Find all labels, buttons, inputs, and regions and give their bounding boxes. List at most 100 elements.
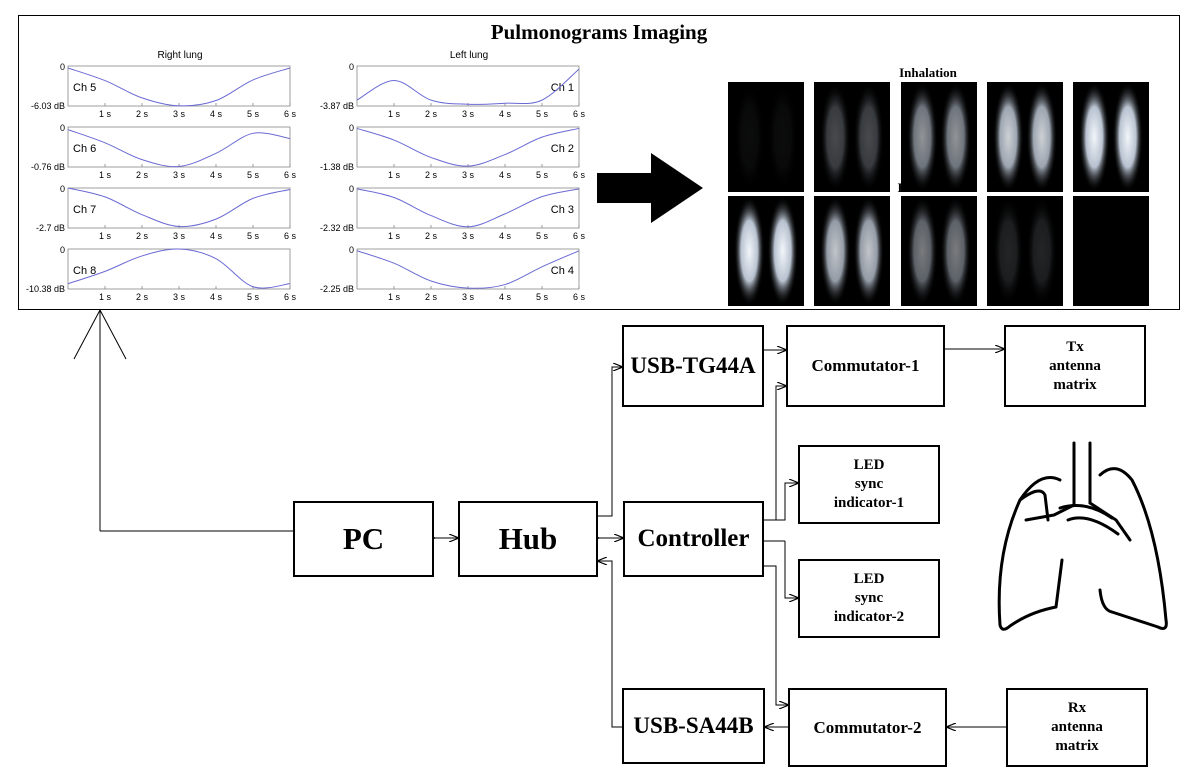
x-tick-label: 6 s	[284, 292, 297, 302]
x-tick-label: 5 s	[247, 292, 260, 302]
x-tick-label: 2 s	[136, 292, 149, 302]
x-tick-label: 1 s	[388, 109, 401, 119]
channel-label: Ch 4	[551, 265, 574, 277]
lung-frame	[901, 82, 977, 192]
x-tick-label: 3 s	[462, 292, 475, 302]
x-tick-label: 3 s	[173, 292, 186, 302]
x-tick-label: 4 s	[499, 292, 512, 302]
commutator-1-block: Commutator-1	[786, 325, 945, 407]
y-max-label: 0	[349, 123, 354, 133]
x-tick-label: 5 s	[247, 231, 260, 241]
y-min-label: -1.38 dB	[320, 162, 354, 172]
channel-label: Ch 6	[73, 143, 96, 155]
channel-label: Ch 3	[551, 204, 574, 216]
plot-frame	[67, 248, 291, 290]
plot-series-line	[356, 68, 580, 105]
plot-series-line	[67, 129, 291, 168]
big-right-arrow	[597, 153, 703, 223]
x-tick-label: 2 s	[425, 292, 438, 302]
x-tick-label: 5 s	[536, 231, 549, 241]
channel-label: Ch 1	[551, 82, 574, 94]
x-tick-label: 3 s	[462, 231, 475, 241]
controller-block: Controller	[623, 501, 764, 577]
y-min-label: -10.38 dB	[26, 284, 65, 294]
connectors	[434, 349, 1006, 727]
y-min-label: -3.87 dB	[320, 101, 354, 111]
x-tick-label: 1 s	[99, 231, 112, 241]
lung-frame	[728, 196, 804, 306]
y-min-label: -2.32 dB	[320, 223, 354, 233]
lung-frame	[728, 82, 804, 192]
plot-series-line	[356, 188, 580, 228]
x-tick-label: 2 s	[136, 109, 149, 119]
y-max-label: 0	[60, 62, 65, 72]
x-tick-label: 6 s	[573, 231, 586, 241]
usb-tg44a-block: USB-TG44A	[622, 325, 764, 407]
pulmonograms-panel: Pulmonograms Imaging	[18, 15, 1180, 310]
x-tick-label: 4 s	[499, 231, 512, 241]
x-tick-label: 4 s	[210, 231, 223, 241]
x-tick-label: 1 s	[388, 231, 401, 241]
plot-series-line	[67, 187, 291, 228]
lung-frame	[814, 196, 890, 306]
x-tick-label: 2 s	[136, 231, 149, 241]
panel-title: Pulmonograms Imaging	[490, 20, 708, 44]
inhalation-label: Inhalation	[899, 65, 958, 80]
y-min-label: -6.03 dB	[31, 101, 65, 111]
x-tick-label: 4 s	[210, 292, 223, 302]
lungs-icon	[997, 441, 1168, 631]
hub-block: Hub	[458, 501, 598, 577]
lung-frame	[1073, 82, 1149, 192]
antenna-icon	[73, 309, 293, 532]
x-tick-label: 3 s	[462, 109, 475, 119]
channel-label: Ch 7	[73, 204, 96, 216]
x-tick-label: 3 s	[462, 170, 475, 180]
x-tick-label: 3 s	[173, 109, 186, 119]
x-tick-label: 5 s	[247, 170, 260, 180]
x-tick-label: 6 s	[284, 170, 297, 180]
y-max-label: 0	[60, 123, 65, 133]
y-min-label: -2.25 dB	[320, 284, 354, 294]
x-tick-label: 4 s	[499, 109, 512, 119]
plot-series-line	[67, 248, 291, 289]
y-min-label: -0.76 dB	[31, 162, 65, 172]
x-tick-label: 1 s	[99, 292, 112, 302]
lung-frame	[987, 82, 1063, 192]
x-tick-label: 5 s	[247, 109, 260, 119]
channel-label: Ch 2	[551, 143, 574, 155]
right-lung-title: Right lung	[157, 50, 202, 61]
commutator-2-block: Commutator-2	[788, 688, 947, 767]
x-tick-label: 2 s	[425, 170, 438, 180]
x-tick-label: 2 s	[425, 109, 438, 119]
pc-block: PC	[293, 501, 434, 577]
left-lung-title: Left lung	[450, 50, 488, 61]
plot-series-line	[356, 250, 580, 289]
channel-label: Ch 5	[73, 82, 96, 94]
x-tick-label: 5 s	[536, 109, 549, 119]
x-tick-label: 5 s	[536, 170, 549, 180]
lung-frame	[1073, 196, 1149, 306]
plot-frame	[356, 187, 580, 229]
y-max-label: 0	[349, 62, 354, 72]
y-max-label: 0	[60, 184, 65, 194]
plot-frame	[356, 126, 580, 168]
x-tick-label: 1 s	[388, 170, 401, 180]
plot-frame	[356, 65, 580, 107]
x-tick-label: 2 s	[425, 231, 438, 241]
x-tick-label: 4 s	[210, 170, 223, 180]
x-tick-label: 5 s	[536, 292, 549, 302]
x-tick-label: 3 s	[173, 231, 186, 241]
y-max-label: 0	[349, 245, 354, 255]
channel-label: Ch 8	[73, 265, 96, 277]
lung-frame	[987, 196, 1063, 306]
